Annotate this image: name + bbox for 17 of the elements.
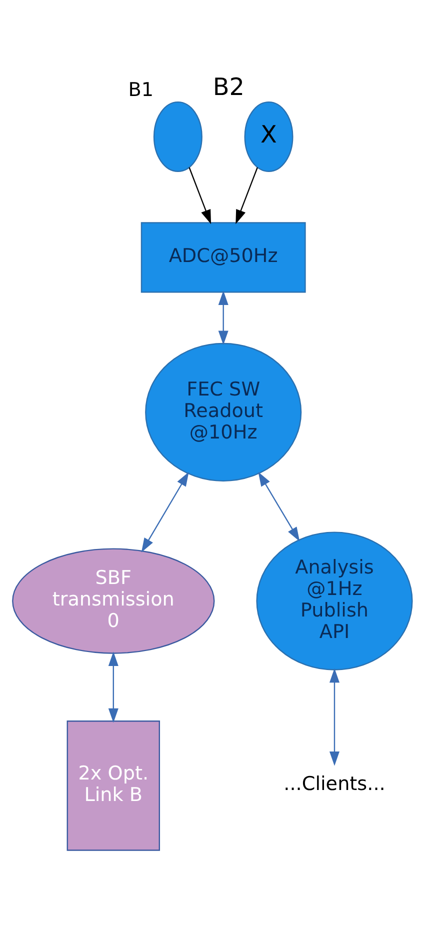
node-circle [153,100,202,172]
node-ellipse: X [244,100,294,172]
arrow [236,166,258,224]
arrow [188,166,212,224]
node-label: B2 [212,72,245,100]
arrow [258,471,300,541]
arrow [108,651,118,722]
node-box: ADC@50Hz [140,222,306,292]
node-ellipse: FEC SW Readout @10Hz [145,342,302,482]
arrow [329,668,340,766]
node-ellipse: Analysis @1Hz Publish API [256,531,413,670]
node-ellipse: SBF transmission 0 [12,548,215,654]
arrow [141,471,189,552]
node-label: B1 [128,77,154,100]
node-box: 2x Opt. Link B [66,720,160,850]
node-text: ...Clients... [284,772,386,795]
arrow [218,290,228,345]
